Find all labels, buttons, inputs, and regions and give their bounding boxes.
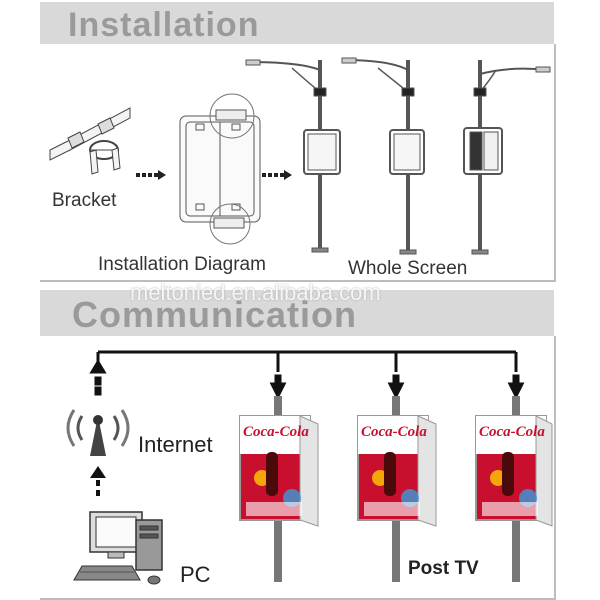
antenna-icon: [66, 409, 130, 456]
whole-screen-illustration: [245, 57, 551, 255]
post-tv-3: [475, 396, 553, 582]
installation-diagram-label: Installation Diagram: [98, 254, 266, 275]
ad-brand-text-1: Coca-Cola: [243, 424, 309, 440]
arrow-icon: [136, 170, 292, 180]
post-tv-label: Post TV: [408, 558, 479, 579]
bracket-illustration: [49, 107, 131, 175]
network-line: [89, 350, 525, 400]
arrow-up-icon: [90, 466, 106, 496]
pc-label: PC: [180, 562, 211, 587]
watermark-text: meltonled.en.alibaba.com: [130, 280, 381, 305]
post-tv-2: [357, 396, 437, 582]
communication-title: Communication: [72, 294, 358, 335]
installation-tab: [40, 2, 554, 44]
communication-tab: [40, 290, 554, 336]
installation-diagram-illustration: [179, 93, 261, 245]
ad-brand-text-3: Coca-Cola: [479, 424, 545, 440]
pc-icon: [73, 511, 163, 585]
ad-brand-text-2: Coca-Cola: [361, 424, 427, 440]
whole-screen-label: Whole Screen: [348, 258, 468, 279]
installation-title: Installation: [68, 6, 260, 44]
bracket-label: Bracket: [52, 190, 117, 211]
internet-label: Internet: [138, 432, 213, 457]
post-tv-1: [239, 396, 319, 582]
